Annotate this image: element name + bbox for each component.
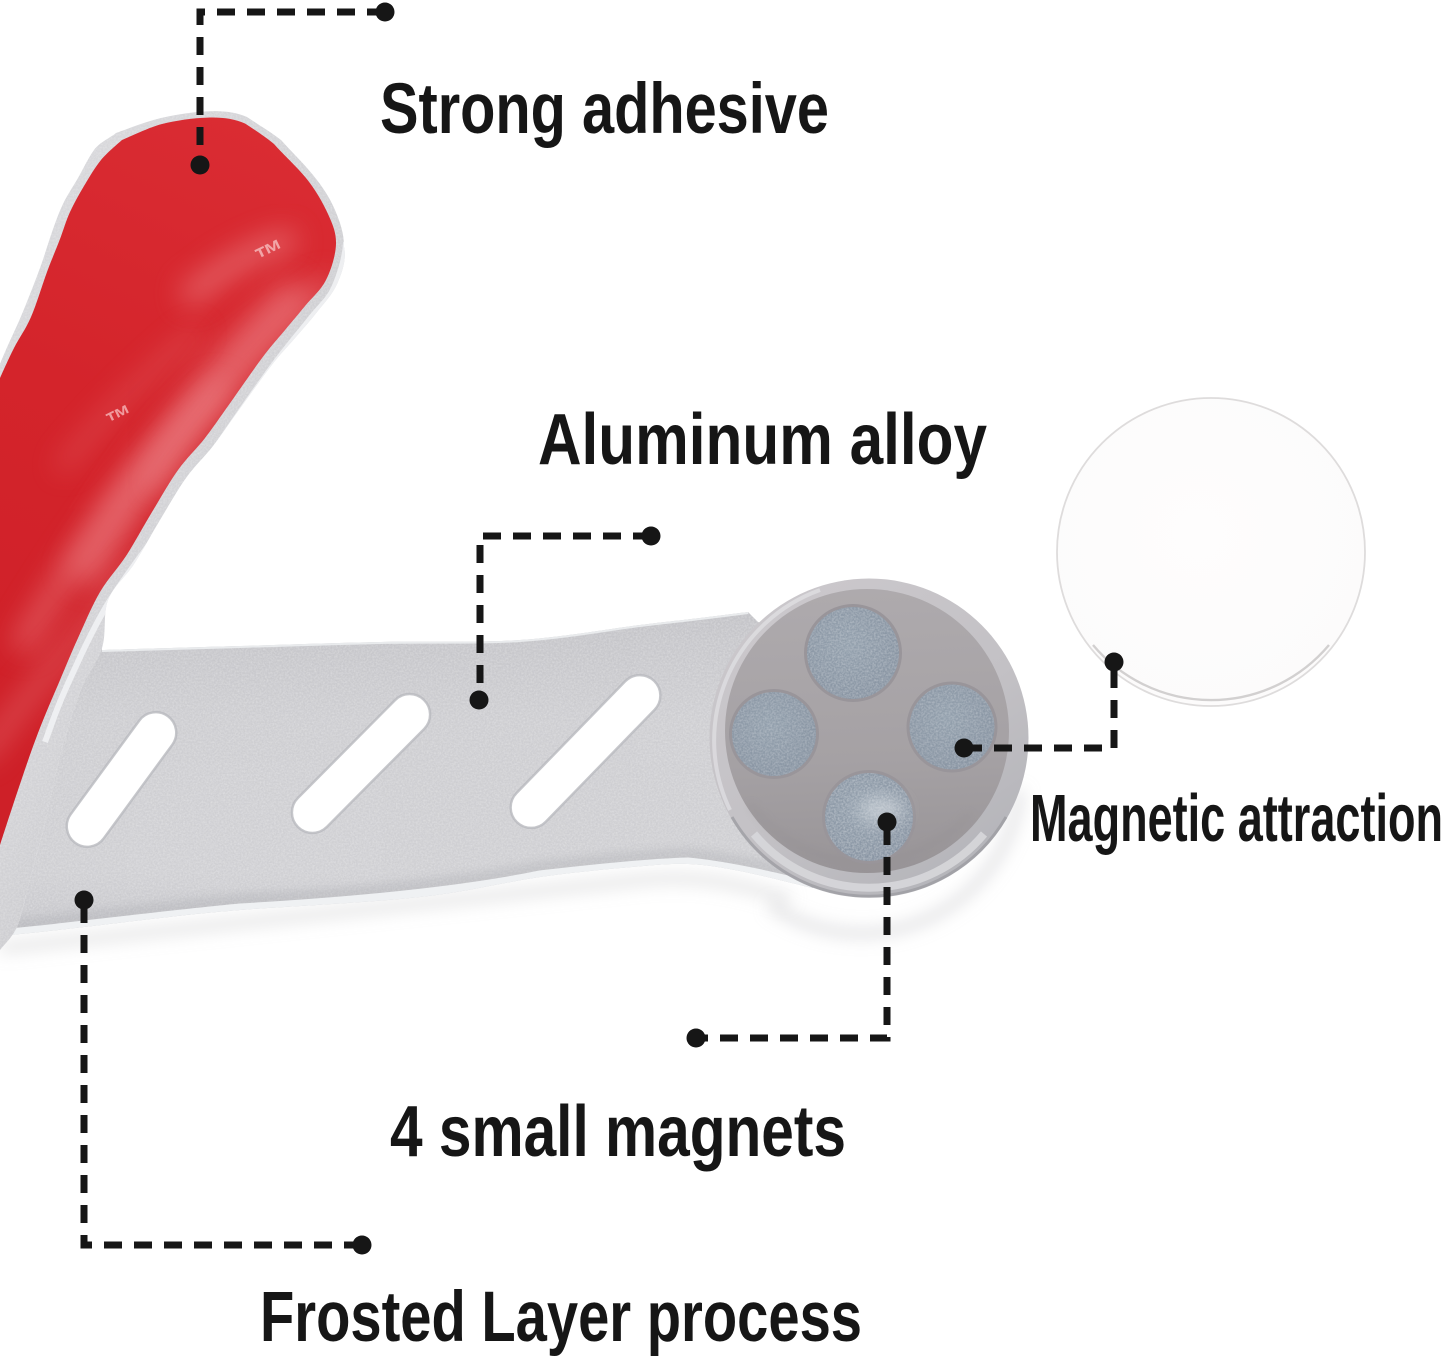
- svg-text:Magnetic attraction: Magnetic attraction: [1030, 781, 1443, 856]
- svg-text:Aluminum alloy: Aluminum alloy: [538, 400, 987, 480]
- svg-text:Strong adhesive: Strong adhesive: [380, 70, 829, 149]
- svg-text:4 small magnets: 4 small magnets: [390, 1092, 846, 1172]
- svg-text:Frosted Layer process: Frosted Layer process: [260, 1278, 862, 1357]
